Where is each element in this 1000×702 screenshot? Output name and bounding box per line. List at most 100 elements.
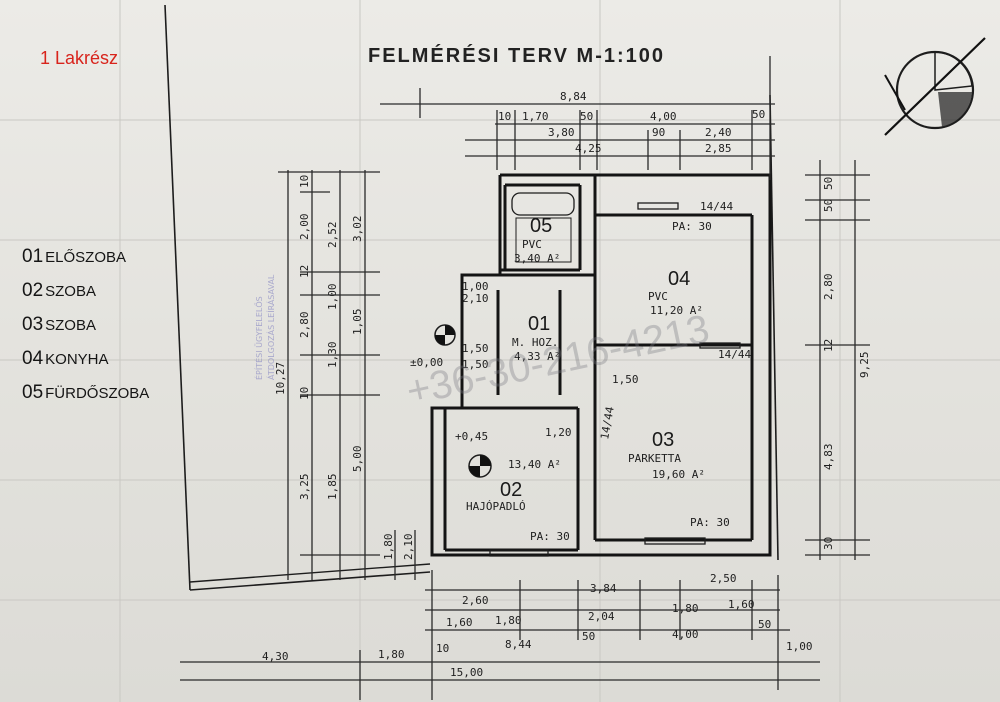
site-boundary	[164, 4, 779, 591]
dim-bottom2-b: 1,80	[495, 614, 522, 627]
legend-number: 04	[22, 348, 44, 369]
dim-bottom-right: 1,00	[786, 640, 813, 653]
dim-left-b3: 1,85	[326, 474, 339, 501]
dim-left-a1: 2,00	[298, 214, 311, 241]
dim-top3-a: 3,80	[548, 126, 575, 139]
legend-item: 01 ELŐSZOBA	[22, 246, 149, 280]
dim-door-a: 1,80	[382, 534, 395, 561]
dim-bottom3-d: 8,44	[505, 638, 532, 651]
dim-top3-c: 2,40	[705, 126, 732, 139]
legend-number: 03	[22, 314, 44, 335]
top-dimensions	[380, 56, 775, 180]
room-02-area: 13,40 A²	[508, 458, 561, 471]
room-01: 01 M. HOZ. 4,33 A²	[512, 313, 560, 363]
dim-left-c2: 5,00	[351, 446, 364, 473]
legend-label: SZOBA	[45, 317, 96, 334]
dim-top3-b: 90	[652, 126, 665, 139]
dim-left-c0: 3,02	[351, 216, 364, 243]
legend-item: 03 SZOBA	[22, 314, 149, 348]
room-04-number: 04	[668, 268, 690, 290]
windows	[489, 202, 741, 557]
dim-inner-5: 14/44	[718, 348, 751, 361]
dim-right-5: 30	[822, 537, 835, 550]
room-02-number: 02	[500, 479, 522, 501]
room-01-area: 4,33 A²	[514, 350, 560, 363]
dim-bottom2-a: 1,60	[446, 616, 473, 629]
dim-bottom1-a: 2,60	[462, 594, 489, 607]
stamp-line-2: ÁTDOLGOZÁS LEÍRÁSAVAL	[265, 274, 276, 380]
dim-left-c1: 1,05	[351, 309, 364, 336]
room-04: 04 PVC 11,20 A² PA: 30	[648, 220, 712, 317]
dim-right-4: 4,83	[822, 444, 835, 471]
lakresz-label: 1 Lakrész	[40, 48, 119, 68]
dim-left-a3: 2,80	[298, 312, 311, 339]
dim-left-a4: 10	[298, 387, 311, 400]
dim-inner-0: 1,50	[462, 342, 489, 355]
dim-inner-3: 1,50	[612, 373, 639, 386]
dim-inner-6: 14/44	[598, 405, 617, 440]
dim-inner-2: 1,20	[545, 426, 572, 439]
legend-item: 02 SZOBA	[22, 280, 149, 314]
dim-bottom2-d: 1,80	[672, 602, 699, 615]
left-dimensions	[278, 170, 416, 580]
dim-top2-e: 50	[752, 108, 765, 121]
legend-number: 02	[22, 280, 44, 301]
room-03-number: 03	[652, 429, 674, 451]
dim-door-b: 2,10	[402, 534, 415, 561]
dim-left-a0: 10	[298, 175, 311, 188]
dim-bottom3-g: 50	[758, 618, 771, 631]
room-03-pa: PA: 30	[690, 516, 730, 529]
room-05-number: 05	[530, 215, 552, 237]
dim-left-b0: 2,52	[326, 222, 339, 249]
dim-door2-b: 2,10	[462, 292, 489, 305]
room-02-floor: HAJÓPADLÓ	[466, 500, 526, 513]
room-03-area: 19,60 A²	[652, 468, 705, 481]
right-dimensions	[805, 160, 870, 560]
dim-inner-7: ±0,00	[410, 356, 443, 369]
plan-title: FELMÉRÉSI TERV M-1:100	[368, 44, 665, 67]
dim-top2-c: 50	[580, 110, 593, 123]
dim-door2-a: 1,00	[462, 280, 489, 293]
room-04-pa: PA: 30	[672, 220, 712, 233]
room-03-floor: PARKETTA	[628, 452, 681, 465]
dim-right-3: 12	[822, 339, 835, 352]
walls	[430, 173, 772, 557]
legend-item: 04 KONYHA	[22, 348, 149, 382]
dim-bottom2-e: 1,60	[728, 598, 755, 611]
legend-item: 05 FÜRDŐSZOBA	[22, 382, 149, 416]
dim-top2-d: 4,00	[650, 110, 677, 123]
room-01-number: 01	[528, 313, 550, 335]
dim-bottom1-b: 3,84	[590, 582, 617, 595]
room-legend: 01 ELŐSZOBA 02 SZOBA 03 SZOBA 04 KONYHA …	[22, 246, 149, 416]
dim-left-a5: 3,25	[298, 474, 311, 501]
dim-left-b2: 1,30	[326, 342, 339, 369]
dim-right-total: 9,25	[858, 352, 871, 379]
dim-right-2: 2,80	[822, 274, 835, 301]
dim-bottom3-e: 50	[582, 630, 595, 643]
dim-bottom3-c: 10	[436, 642, 449, 655]
dim-top2-a: 10	[498, 110, 511, 123]
dim-right-1: 50	[822, 199, 835, 212]
legend-label: KONYHA	[45, 351, 109, 368]
dim-bottom3-b: 1,80	[378, 648, 405, 661]
dim-top2-b: 1,70	[522, 110, 549, 123]
room-04-area: 11,20 A²	[650, 304, 703, 317]
legend-number: 05	[22, 382, 44, 403]
dim-top4-b: 2,85	[705, 142, 732, 155]
room-05: 05 PVC 3,40 A²	[514, 215, 560, 265]
dim-bottom3-a: 4,30	[262, 650, 289, 663]
dim-bottom2-c: 2,04	[588, 610, 615, 623]
dim-bottom3-f: 4,00	[672, 628, 699, 641]
room-05-area: 3,40 A²	[514, 252, 560, 265]
legend-label: ELŐSZOBA	[45, 249, 126, 266]
room-05-floor: PVC	[522, 238, 542, 251]
room-02-level: +0,45	[455, 430, 488, 443]
room-03: 03 PARKETTA 19,60 A² PA: 30	[628, 429, 730, 529]
bottom-dimensions	[180, 570, 820, 700]
dim-bottom1-c: 2,50	[710, 572, 737, 585]
room-01-floor: M. HOZ.	[512, 336, 558, 349]
dim-left-a2: 12	[298, 265, 311, 278]
dim-inner-4: 14/44	[700, 200, 733, 213]
dim-bottom-total: 15,00	[450, 666, 483, 679]
